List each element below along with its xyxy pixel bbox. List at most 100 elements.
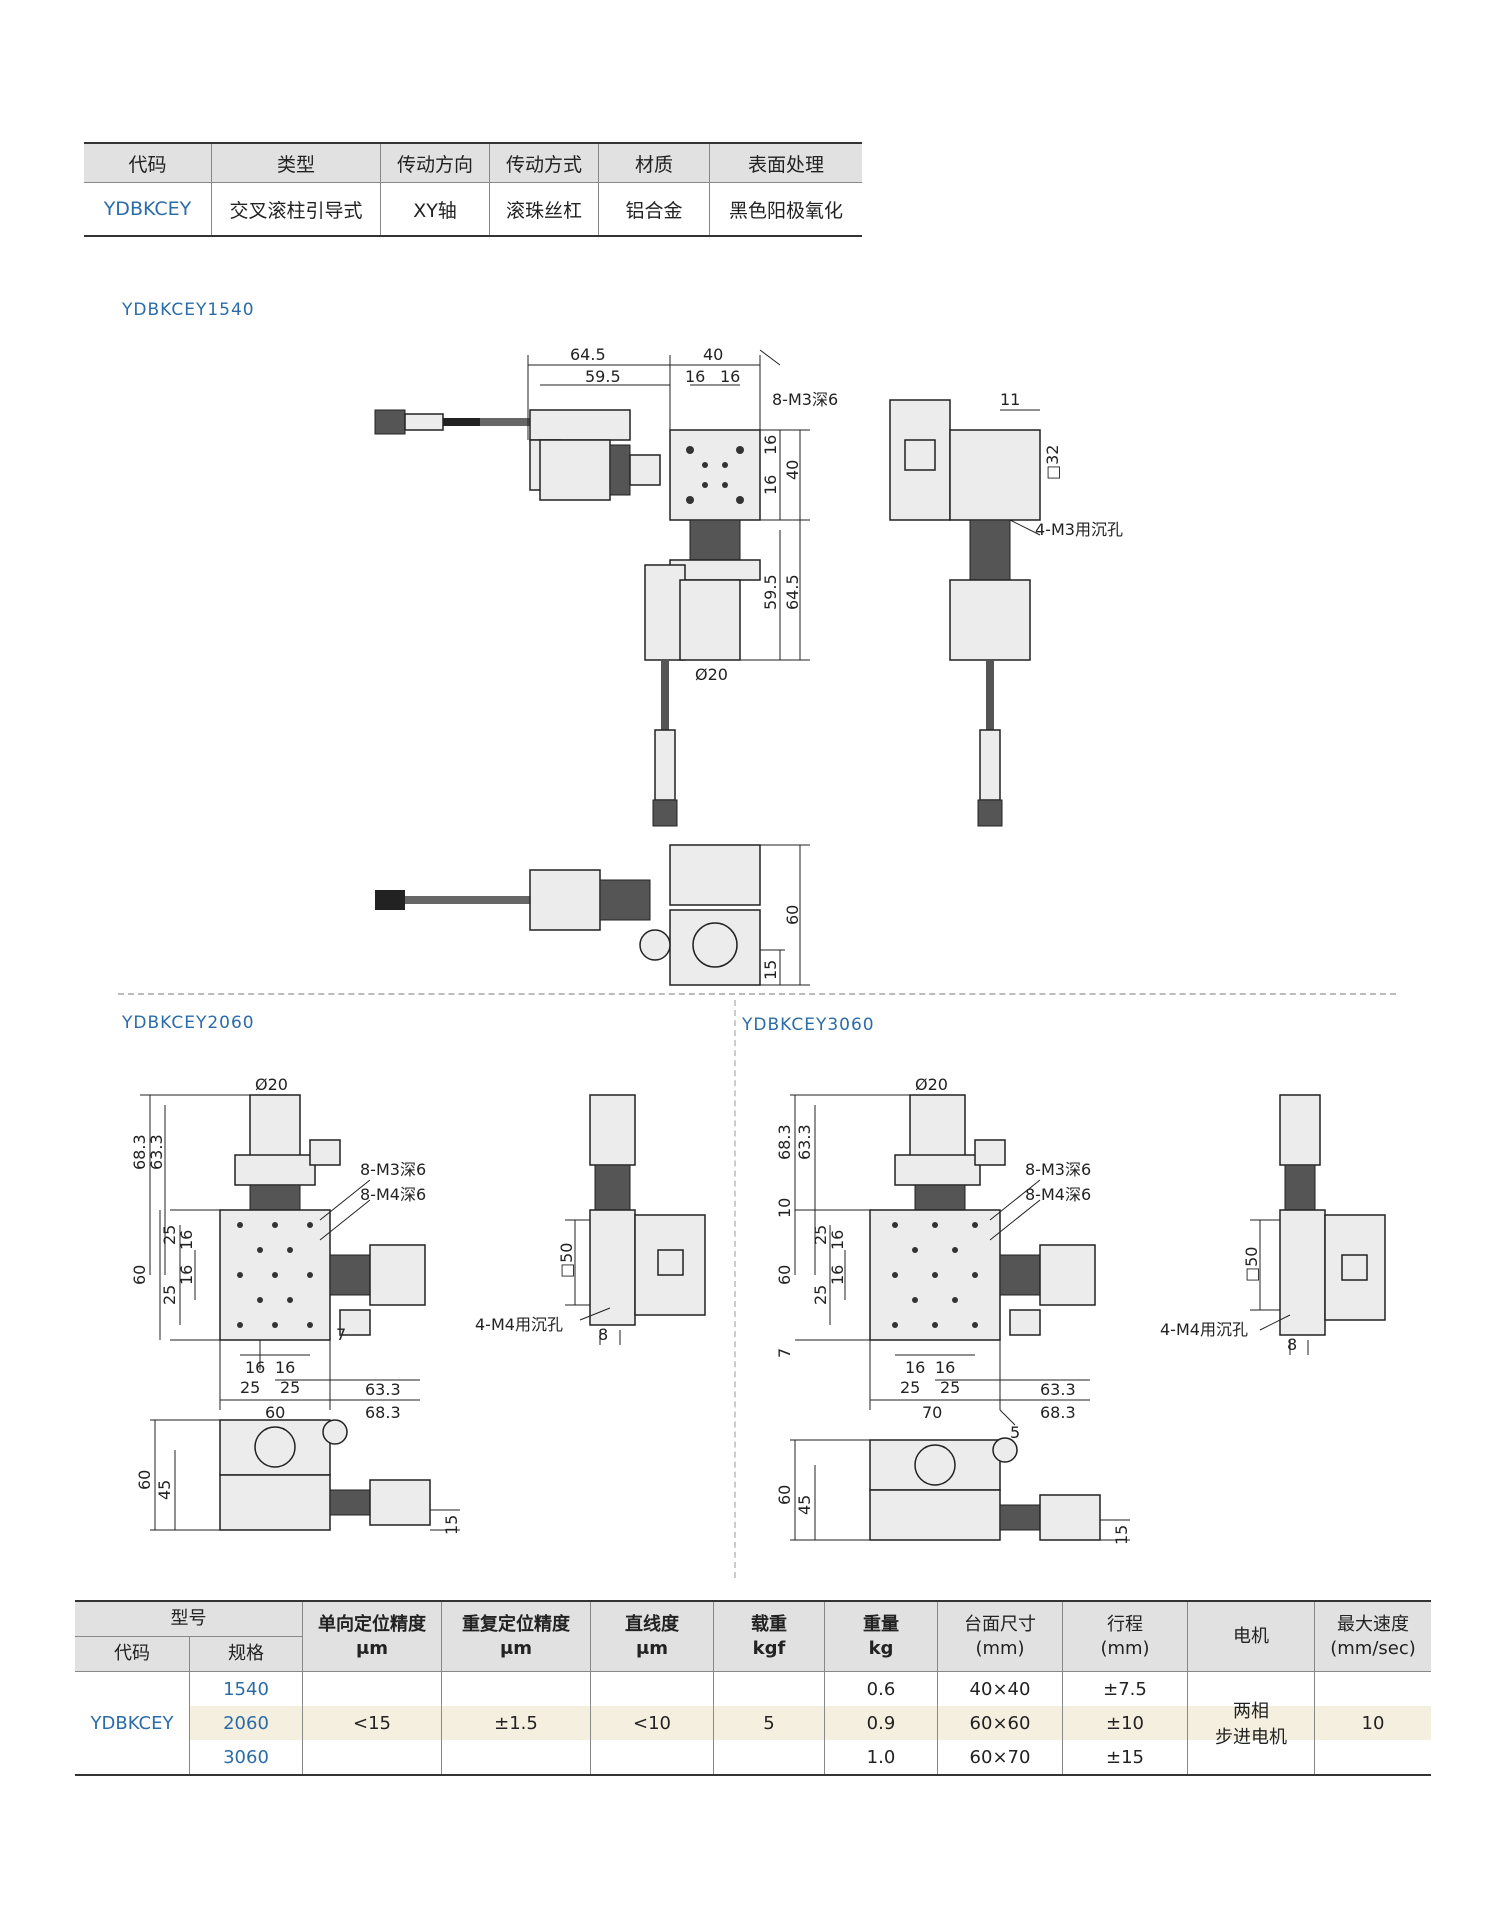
front-center-hole: [254, 1426, 296, 1468]
dim-45: 45: [795, 1495, 814, 1515]
side-coupling: [1284, 1164, 1316, 1211]
dim-10: 10: [775, 1198, 794, 1218]
cell-spec-2060: 2060: [189, 1706, 303, 1740]
dim-4-m4-counterbore: 4-M4用沉孔: [475, 1315, 563, 1334]
cell-unidirectional: <15: [302, 1671, 442, 1775]
header-model: 型号: [75, 1601, 303, 1637]
dim-5: 5: [1010, 1423, 1020, 1442]
front-upper-stage: [669, 844, 761, 906]
dim-63-3-h: 63.3: [365, 1380, 401, 1399]
side-connector-end: [977, 799, 1003, 827]
cell-weight-2060: 0.9: [824, 1706, 938, 1740]
dim-60-front: 60: [135, 1470, 154, 1490]
dim-16d: 16: [275, 1358, 295, 1377]
cell-stroke-2060: ±10: [1062, 1706, 1188, 1740]
dim-40-v: 40: [783, 460, 802, 480]
dim-45: 45: [155, 1480, 174, 1500]
table-row: YDBKCEY 交叉滚柱引导式 XY轴 滚珠丝杠 铝合金 黑色阳极氧化: [84, 182, 862, 236]
dim-68-3: 68.3: [130, 1134, 149, 1170]
header-max-speed-unit: (mm/sec): [1330, 1637, 1416, 1659]
dim-40: 40: [703, 345, 723, 364]
dim-16a: 16: [828, 1230, 847, 1250]
front-coupling: [329, 1489, 371, 1516]
dim-59-5-v: 59.5: [761, 574, 780, 610]
header-repeatability-unit: μm: [499, 1637, 532, 1659]
dim-50-square: □50: [557, 1243, 576, 1278]
side-motor: [1279, 1094, 1321, 1166]
motor-bracket: [894, 1154, 981, 1186]
dim-16b: 16: [177, 1265, 196, 1285]
dim-63-3-h: 63.3: [1040, 1380, 1076, 1399]
cell-repeatability: ±1.5: [441, 1671, 591, 1775]
front-knob: [322, 1419, 348, 1445]
mounting-holes: [686, 446, 744, 504]
xy-stage-table: [669, 429, 761, 521]
drawing-3060: Ø20 68.3 63.3 10 8-M3深6 8-M4深6 25 16 16 …: [775, 1075, 1386, 1545]
front-upper-stage: [869, 1439, 1001, 1491]
y-axis-coupling: [689, 519, 741, 561]
cell-direction: XY轴: [380, 182, 490, 236]
header-spec: 规格: [189, 1636, 303, 1672]
dim-64-5-v: 64.5: [783, 574, 802, 610]
cell-code: YDBKCEY: [103, 198, 192, 220]
front-motor: [1039, 1494, 1101, 1541]
dim-32-square: □32: [1043, 445, 1062, 480]
header-repeatability-label: 重复定位精度: [462, 1613, 570, 1635]
label-3060: YDBKCEY3060: [742, 1015, 875, 1035]
dim-11: 11: [1000, 390, 1020, 409]
header-unidirectional-unit: μm: [355, 1637, 388, 1659]
dim-25c: 25: [240, 1378, 260, 1397]
front-lower-stage: [669, 909, 761, 986]
cell-spec-1540: 1540: [189, 1671, 303, 1706]
dim-8: 8: [1287, 1335, 1297, 1354]
front-center-hole: [692, 922, 738, 968]
header-material: 材质: [598, 143, 710, 183]
cell-weight-3060: 1.0: [824, 1740, 938, 1775]
front-motor: [369, 1479, 431, 1526]
table-row: YDBKCEY 1540 <15 ±1.5 <10 5 0.6 40×40 ±7…: [75, 1671, 1431, 1775]
section-divider: [118, 993, 1396, 995]
header-type: 类型: [211, 143, 381, 183]
dim-25a: 25: [160, 1225, 179, 1245]
front-dimension-lines: [150, 1419, 460, 1531]
dim-60-v: 60: [130, 1265, 149, 1285]
header-weight-unit: kg: [868, 1637, 894, 1659]
dim-16a: 16: [177, 1230, 196, 1250]
coupling: [914, 1184, 966, 1211]
side-connector: [979, 729, 1001, 801]
label-1540: YDBKCEY1540: [122, 300, 255, 320]
cell-motor-line1: 两相: [1233, 1701, 1269, 1722]
side-window: [1341, 1254, 1368, 1281]
cell-size-1540: 40×40: [937, 1671, 1063, 1706]
cell-surface: 黑色阳极氧化: [709, 182, 862, 236]
motor-bracket: [529, 409, 631, 441]
dim-25a: 25: [811, 1225, 830, 1245]
dim-d20: Ø20: [915, 1075, 948, 1094]
dim-15: 15: [761, 960, 780, 980]
dim-8-m3: 8-M3深6: [772, 390, 838, 409]
x-sensor: [1009, 1309, 1041, 1336]
x-coupling: [999, 1254, 1041, 1296]
dim-15: 15: [1112, 1525, 1131, 1545]
cell-spec-3060: 3060: [189, 1740, 303, 1775]
dim-68-3-h: 68.3: [365, 1403, 401, 1422]
side-stage: [634, 1214, 706, 1316]
cell-motor-line2: 步进电机: [1215, 1727, 1287, 1748]
front-lower-stage: [219, 1474, 331, 1531]
header-weight-label: 重量: [863, 1613, 899, 1635]
front-coupling: [999, 1504, 1041, 1531]
dim-25c: 25: [900, 1378, 920, 1397]
side-view-stage: [949, 429, 1041, 521]
side-view-motor: [889, 399, 951, 521]
cell-load: 5: [713, 1671, 825, 1775]
dim-64-5: 64.5: [570, 345, 606, 364]
header-surface: 表面处理: [709, 143, 862, 183]
table-row: 3060 1.0 60×70 ±15: [75, 1740, 1431, 1775]
cell-material: 铝合金: [598, 182, 710, 236]
header-table-size-unit: (mm): [975, 1637, 1025, 1659]
side-motor: [589, 1094, 636, 1166]
